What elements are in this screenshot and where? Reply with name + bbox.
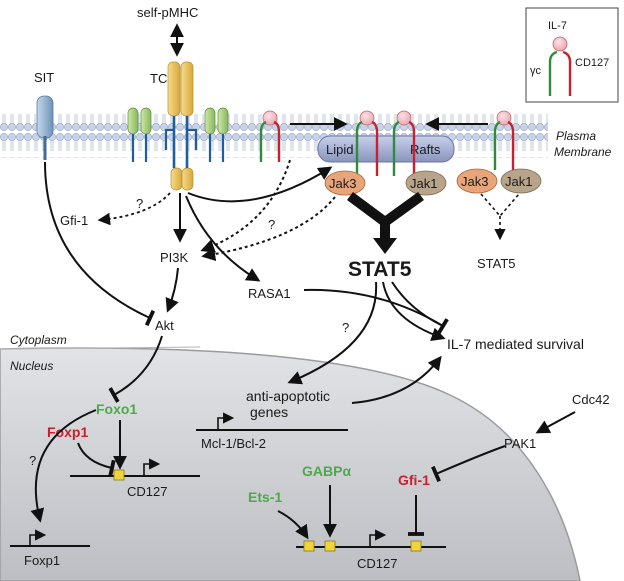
- ets1-to-promoter-arrow: [277, 510, 309, 540]
- cd127-right-tss-arrow: [369, 529, 387, 547]
- membrane-label-1: Plasma: [556, 129, 596, 143]
- akt-label: Akt: [155, 318, 174, 333]
- foxp1-gene-tss-arrow: [29, 529, 47, 546]
- tcr-to-raft-arrow: [187, 166, 333, 203]
- stat5-main-label: STAT5: [348, 258, 412, 281]
- foxp1-label: Foxp1: [47, 424, 88, 440]
- cd127-left-promoter: [113, 469, 125, 481]
- lipid-raft: [317, 135, 455, 163]
- anti-apoptotic-line-1: anti-apoptotic: [246, 388, 330, 404]
- question-3: ?: [342, 320, 349, 335]
- pak1-to-gfi1-inhibition: [431, 445, 506, 483]
- sit-to-akt-inhibition: [44, 161, 156, 327]
- pak1-label: PAK1: [504, 436, 536, 451]
- foxo1-to-foxp1-gene-arrow: [30, 409, 97, 523]
- il7-receptor-legend: IL-7 γc CD127: [525, 7, 619, 103]
- cytoplasm-divider: [0, 346, 201, 350]
- raft-label-rafts: Rafts: [410, 142, 441, 157]
- stat5-to-survival-arrow-2: [391, 281, 444, 327]
- jak1-raft-label: Jak1: [410, 176, 437, 191]
- jak3-raft-label: Jak3: [329, 176, 356, 191]
- stat5-to-genes-arrow: [287, 281, 378, 385]
- cd127-left-label: CD127: [127, 484, 167, 499]
- jak3-free: [456, 168, 498, 194]
- mcl1-label: Mcl-1/Bcl-2: [201, 436, 266, 451]
- cd127-right-label: CD127: [357, 556, 397, 571]
- membrane-label-2: Membrane: [554, 145, 612, 159]
- raft-to-pi3k-dotted-1: [200, 159, 291, 253]
- sit-receptor: [36, 95, 54, 160]
- gabp-label: GABPα: [302, 463, 351, 479]
- il7-receptor-2: [355, 110, 379, 176]
- il7-receptor-3: [392, 110, 416, 176]
- question-2: ?: [268, 217, 275, 232]
- gfi1-top-label: Gfi-1: [60, 213, 88, 228]
- ets1-label: Ets-1: [248, 489, 282, 505]
- legend-il7-icon: [552, 36, 568, 52]
- jak1-raft: [405, 170, 447, 196]
- cd127-right-promoter-3: [410, 540, 422, 552]
- cdc42-to-pak1-arrow: [535, 411, 576, 434]
- cdc42-label: Cdc42: [572, 392, 610, 407]
- jak3-to-pi3k-dotted: [201, 196, 336, 262]
- stat5-arrowhead: [373, 238, 397, 254]
- nucleus-label: Nucleus: [10, 359, 53, 373]
- legend-gamma-c-label: γc: [530, 65, 542, 77]
- jak3-raft: [324, 170, 366, 196]
- stat5-minor-label: STAT5: [477, 256, 516, 271]
- legend-cd127-label: CD127: [575, 57, 609, 69]
- question-1: ?: [136, 196, 143, 211]
- cytoplasm-label: Cytoplasm: [10, 333, 67, 347]
- il7-receptor-1: [259, 110, 281, 162]
- legend-il7-label: IL-7: [548, 20, 567, 32]
- mcl1-tss-arrow: [217, 412, 235, 430]
- rasa1-label: RASA1: [248, 286, 291, 301]
- raft-label-lipid: Lipid: [326, 142, 353, 157]
- legend-gamma-c-chain: [548, 50, 558, 96]
- akt-to-foxo1-inhibition: [108, 335, 163, 403]
- jak1-free-label: Jak1: [505, 174, 532, 189]
- foxo1-label: Foxo1: [96, 401, 137, 417]
- pi3k-to-akt-arrow: [165, 267, 179, 313]
- stat5-to-survival-arrow-1: [382, 281, 446, 342]
- tcr-complex: [127, 61, 229, 191]
- cd127-left-tss-arrow: [143, 458, 161, 476]
- foxp1-gene-label: Foxp1: [24, 553, 60, 568]
- jak-to-stat5-connector: [347, 191, 390, 240]
- jak1-free: [500, 168, 542, 194]
- legend-cd127-chain: [562, 50, 572, 96]
- cd127-right-promoter-2: [324, 540, 336, 552]
- question-4: ?: [29, 453, 36, 468]
- self-pmhc-label: self-pMHC: [137, 5, 198, 20]
- nucleus-region: [0, 347, 581, 581]
- tcr-to-rasa1-arrow: [185, 195, 261, 282]
- sit-label: SIT: [34, 70, 54, 85]
- il7-receptor-4: [493, 110, 515, 170]
- gfi1-nucleus-label: Gfi-1: [398, 472, 430, 488]
- tcr-to-gfi1-dotted: [97, 192, 171, 226]
- anti-apoptotic-line-2: genes: [250, 404, 288, 420]
- survival-label: IL-7 mediated survival: [447, 336, 584, 352]
- jak3-free-label: Jak3: [461, 174, 488, 189]
- foxp1-to-cd127-inhibition: [77, 442, 116, 477]
- genes-to-survival-arrow: [351, 355, 442, 404]
- cd127-right-promoter-1: [303, 540, 315, 552]
- pi3k-label: PI3K: [160, 250, 189, 265]
- free-jak-dotted-connector: [480, 193, 520, 238]
